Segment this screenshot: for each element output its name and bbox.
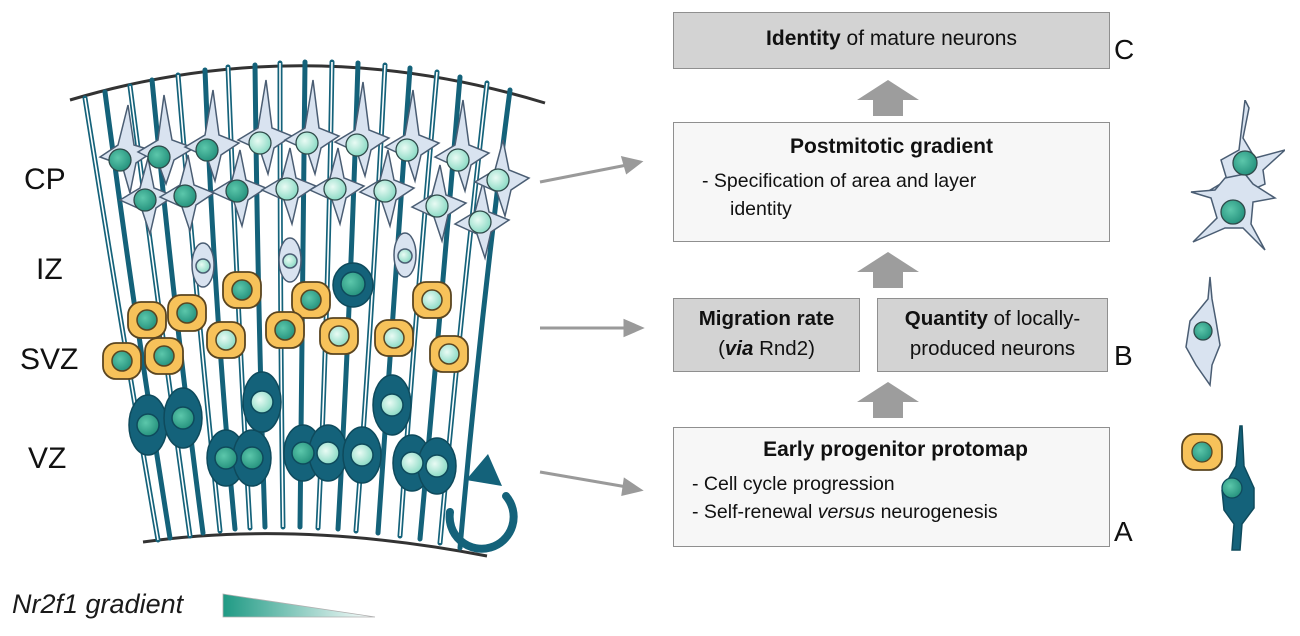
up-arrow-a [857, 382, 919, 418]
migration-rate-sub: (via Rnd2) [718, 337, 815, 360]
progenitor-box: Early progenitor protomap - Cell cycle p… [673, 427, 1110, 547]
mature-neuron-icons [1190, 100, 1285, 251]
intermediate-progenitor-nuclei [111, 279, 460, 372]
postmitotic-box-title: Postmitotic gradient [789, 135, 994, 158]
progenitor-cell-icons [1181, 425, 1255, 551]
connector-arrows [539, 155, 645, 496]
progenitor-box-line2: - Self-renewal versus neurogenesis [692, 501, 998, 523]
progenitor-box-line1: - Cell cycle progression [692, 473, 895, 495]
identity-box: Identity of mature neurons [673, 12, 1110, 69]
up-arrow-b [857, 252, 919, 288]
migrating-neuron-icon [1185, 276, 1221, 388]
progenitor-box-title: Early progenitor protomap [763, 438, 1028, 461]
radial-glia-nuclei [136, 271, 449, 478]
self-renewal-arrowhead-icon [466, 454, 502, 486]
letter-b: B [1114, 340, 1133, 371]
self-renewal-arrow-icon [445, 492, 518, 553]
migrating-neurons [191, 232, 417, 288]
zone-label-svz: SVZ [20, 343, 79, 376]
zone-label-vz: VZ [28, 442, 67, 475]
zone-label-cp: CP [24, 163, 66, 196]
identity-box-title-bold: Identity [766, 27, 841, 50]
nr2f1-gradient-label: Nr2f1 gradient [12, 589, 184, 619]
migration-rate-box: Migration rate (via Rnd2) [673, 298, 860, 372]
pial-surface-arc [69, 64, 546, 105]
ventricular-surface-arc [142, 532, 488, 558]
quantity-box: Quantity of locally- produced neurons [877, 298, 1108, 372]
quantity-title: Quantity of locally- [904, 307, 1081, 330]
letter-c: C [1114, 34, 1135, 65]
zone-label-iz: IZ [36, 253, 63, 286]
identity-box-title-rest: of mature neurons [840, 27, 1017, 50]
up-arrow-c [857, 80, 919, 116]
migration-rate-title: Migration rate [698, 307, 835, 330]
postmitotic-box-line2: identity [730, 198, 792, 220]
quantity-line2: produced neurons [909, 337, 1076, 360]
nr2f1-gradient-wedge [222, 593, 376, 618]
cortex-illustration [69, 59, 546, 618]
letter-a: A [1114, 516, 1133, 547]
cortical-plate-nuclei [108, 131, 510, 234]
postmitotic-box-line1: - Specification of area and layer [702, 170, 977, 192]
postmitotic-box: Postmitotic gradient - Specification of … [673, 122, 1110, 242]
